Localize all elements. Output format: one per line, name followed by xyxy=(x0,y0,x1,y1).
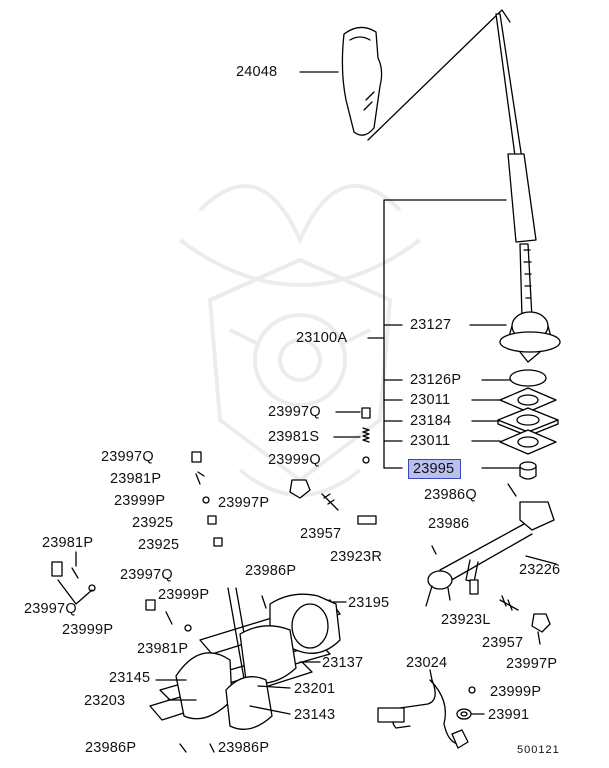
label-23997Q-far[interactable]: 23997Q xyxy=(24,601,77,617)
ball-23999P-left[interactable] xyxy=(202,496,210,504)
shift-lever-23127[interactable] xyxy=(495,13,561,363)
label-23011-upper[interactable]: 23011 xyxy=(410,392,451,408)
label-23925-a[interactable]: 23925 xyxy=(132,515,174,531)
label-23137[interactable]: 23137 xyxy=(322,655,364,671)
shift-knob-24048[interactable] xyxy=(341,26,383,136)
label-23999P-left[interactable]: 23999P xyxy=(114,493,166,509)
label-23127[interactable]: 23127 xyxy=(410,317,452,333)
label-23981S[interactable]: 23981S xyxy=(268,429,320,445)
fork-23143[interactable] xyxy=(225,676,273,730)
diagram-id: 500121 xyxy=(517,744,560,756)
label-23986P-top[interactable]: 23986P xyxy=(245,563,297,579)
label-23981P-far[interactable]: 23981P xyxy=(42,535,94,551)
label-23184[interactable]: 23184 xyxy=(410,413,452,429)
spring-23957-right[interactable] xyxy=(499,595,519,611)
ball-23999Q[interactable] xyxy=(362,456,370,464)
gasket-23011-upper[interactable] xyxy=(499,387,557,413)
pin-23986P-top[interactable] xyxy=(261,595,267,609)
bolt-23997Q-top[interactable] xyxy=(361,407,371,419)
label-23143[interactable]: 23143 xyxy=(294,707,336,723)
label-23981P-left[interactable]: 23981P xyxy=(110,471,162,487)
label-23999Q[interactable]: 23999Q xyxy=(268,452,321,468)
bolt-23997Q-center[interactable] xyxy=(145,599,156,611)
label-23957-right[interactable]: 23957 xyxy=(482,635,524,651)
fork-23145[interactable] xyxy=(175,652,233,720)
spring-23981P-left[interactable] xyxy=(195,471,205,485)
bushing-23925-b[interactable] xyxy=(213,537,223,547)
bolt-23997Q-left[interactable] xyxy=(191,451,202,463)
pin-23986Q[interactable] xyxy=(507,483,517,497)
label-23986[interactable]: 23986 xyxy=(428,516,470,532)
label-23925-b[interactable]: 23925 xyxy=(138,537,180,553)
label-23997P-mid[interactable]: 23997P xyxy=(218,495,270,511)
label-23986P-bottom-right[interactable]: 23986P xyxy=(218,740,270,756)
label-23195[interactable]: 23195 xyxy=(348,595,390,611)
switch-23024[interactable] xyxy=(377,669,469,749)
label-23024[interactable]: 23024 xyxy=(406,655,448,671)
label-23999P-far[interactable]: 23999P xyxy=(62,622,114,638)
spring-23981S[interactable] xyxy=(362,427,370,443)
bushing-23995[interactable] xyxy=(519,461,537,480)
fork-23137[interactable] xyxy=(239,625,297,684)
label-23999P-center[interactable]: 23999P xyxy=(158,587,210,603)
label-23991[interactable]: 23991 xyxy=(488,707,530,723)
label-23201[interactable]: 23201 xyxy=(294,681,336,697)
label-23986P-bottom-left[interactable]: 23986P xyxy=(85,740,137,756)
label-23145[interactable]: 23145 xyxy=(109,670,151,686)
label-23997Q-left[interactable]: 23997Q xyxy=(101,449,154,465)
ball-23999P-center[interactable] xyxy=(184,624,192,632)
spring-23981P-far[interactable] xyxy=(71,567,79,579)
label-23957-mid[interactable]: 23957 xyxy=(300,526,342,542)
label-23981P-center[interactable]: 23981P xyxy=(137,641,189,657)
label-23126P[interactable]: 23126P xyxy=(410,372,462,388)
label-24048[interactable]: 24048 xyxy=(236,64,278,80)
label-23995-highlighted[interactable]: 23995 xyxy=(408,459,462,479)
spring-23957-mid[interactable] xyxy=(321,493,339,511)
pin-23986P-bl[interactable] xyxy=(179,743,187,753)
label-23923L[interactable]: 23923L xyxy=(441,612,491,628)
shift-arm-23226[interactable] xyxy=(425,501,555,607)
washer-23991[interactable] xyxy=(456,708,472,720)
label-23997Q-center[interactable]: 23997Q xyxy=(120,567,173,583)
pin-23986P-br[interactable] xyxy=(209,743,215,753)
boot-23126P[interactable] xyxy=(509,369,547,387)
nut-23997P-mid[interactable] xyxy=(289,479,311,499)
ball-23999P-right[interactable] xyxy=(468,686,476,694)
bracket-23100A xyxy=(383,199,507,469)
ball-23999P-far[interactable] xyxy=(88,584,96,592)
label-23997Q-top[interactable]: 23997Q xyxy=(268,404,321,420)
label-23923R[interactable]: 23923R xyxy=(330,549,382,565)
watermark-emblem xyxy=(178,184,422,497)
label-23203[interactable]: 23203 xyxy=(84,693,126,709)
spring-23981P-center[interactable] xyxy=(165,611,173,625)
label-23011-lower[interactable]: 23011 xyxy=(410,433,451,449)
leader-knob-lever xyxy=(367,9,511,141)
pin-23923L[interactable] xyxy=(469,579,479,595)
bushing-23925-a[interactable] xyxy=(207,515,217,525)
label-23100A[interactable]: 23100A xyxy=(296,330,348,346)
pin-23923R[interactable] xyxy=(357,515,377,525)
gasket-23011-lower[interactable] xyxy=(499,429,557,455)
label-23226[interactable]: 23226 xyxy=(519,562,561,578)
bolt-23997Q-far[interactable] xyxy=(51,561,63,577)
bolt-23997P-right[interactable] xyxy=(531,613,551,645)
label-23986Q[interactable]: 23986Q xyxy=(424,487,477,503)
label-23999P-right[interactable]: 23999P xyxy=(490,684,542,700)
pin-23986[interactable] xyxy=(431,545,437,555)
label-23997P-right[interactable]: 23997P xyxy=(506,656,558,672)
